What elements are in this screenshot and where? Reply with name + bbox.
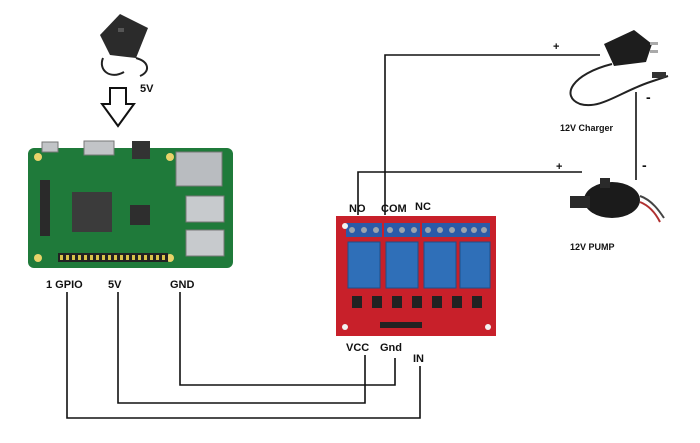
relay-terminal-nc-label: NC (415, 201, 431, 213)
pump-12v: + - 12V PUMP (556, 157, 665, 252)
pump-label: 12V PUMP (570, 242, 615, 252)
power-adapter-5v: 5V (100, 14, 154, 95)
relay-module: NO COM NC VCC Gnd IN (336, 201, 496, 365)
relay-input-vcc-label: VCC (346, 342, 369, 354)
relay-input-gnd-label: Gnd (380, 342, 402, 354)
wire-no-to-pump (357, 171, 582, 215)
power-adapter-label: 5V (140, 83, 154, 95)
charger-positive-label: + (553, 41, 559, 53)
wire-gnd (179, 292, 396, 386)
relay-input-in-label: IN (413, 353, 424, 365)
arrow-down-icon (100, 87, 136, 128)
pi-pin-5v-label: 5V (108, 279, 122, 291)
pump-positive-label: + (556, 161, 562, 173)
relay-terminal-com-label: COM (381, 203, 407, 215)
charger-12v: + - 12V Charger (553, 30, 669, 133)
pi-pin-gnd-label: GND (170, 279, 195, 291)
relay-terminal-no-label: NO (349, 203, 366, 215)
charger-negative-label: - (646, 89, 651, 105)
pump-negative-label: - (642, 157, 647, 173)
wire-5v (117, 292, 366, 404)
raspberry-pi: 1 GPIO 5V GND (28, 140, 233, 291)
pi-pin-gpio-label: 1 GPIO (46, 279, 83, 291)
charger-label: 12V Charger (560, 123, 614, 133)
wires (66, 54, 637, 419)
wire-com-to-charger (384, 54, 600, 215)
wire-gpio (66, 292, 421, 419)
